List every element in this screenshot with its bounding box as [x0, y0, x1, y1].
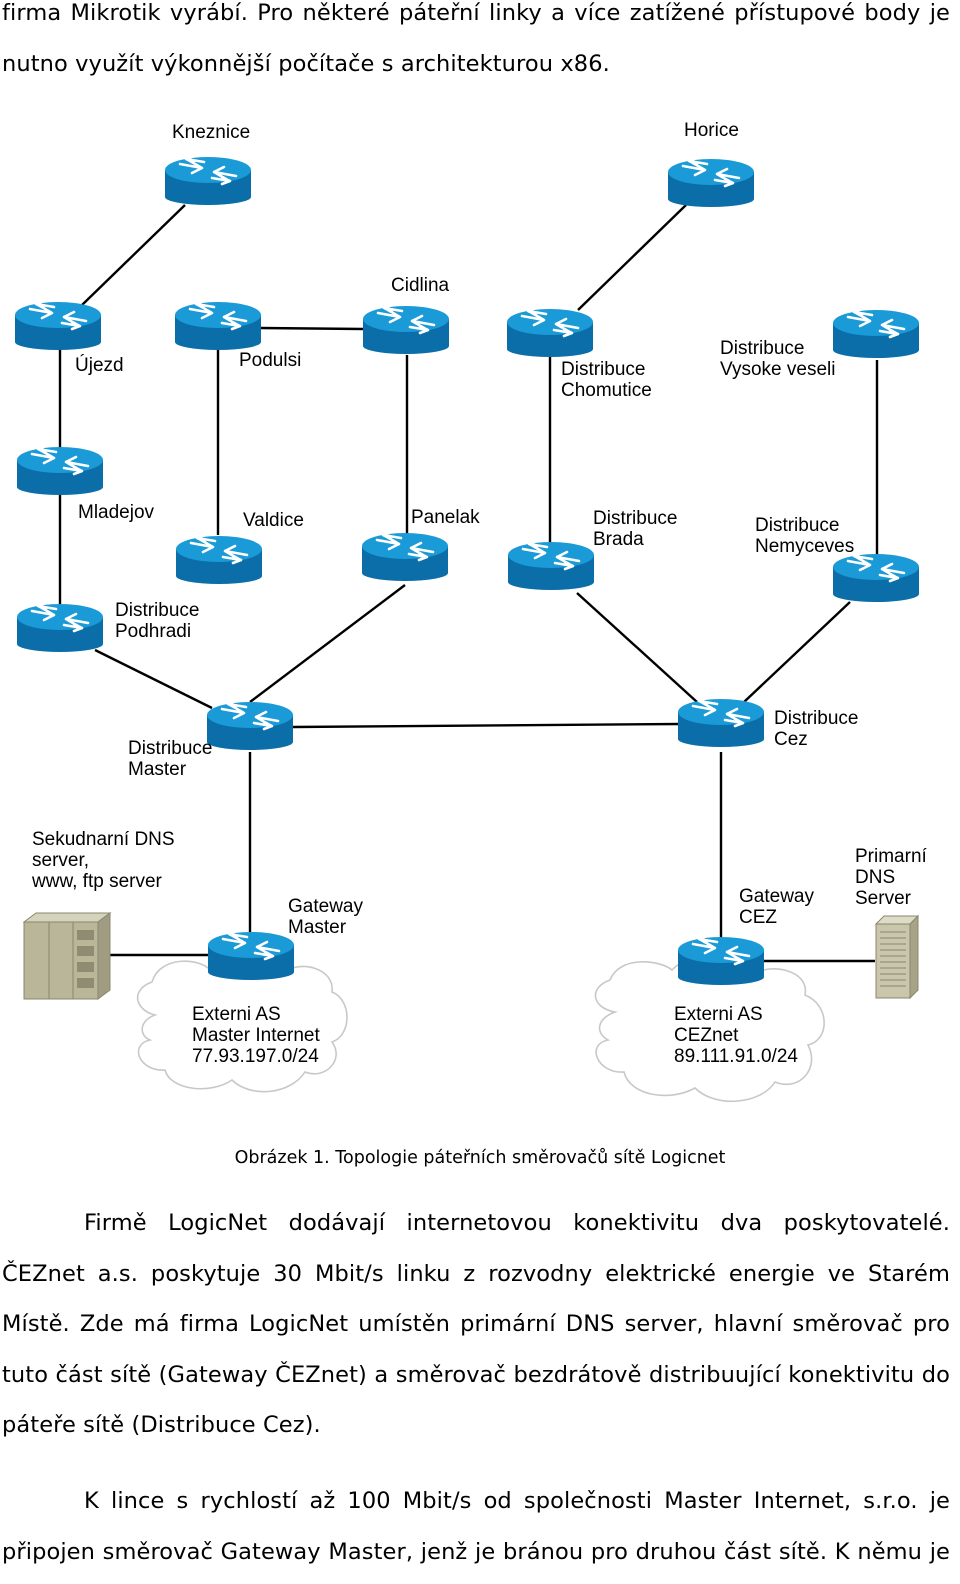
paragraph-master: K lince s rychlostí až 100 Mbit/s od spo…: [2, 1488, 950, 1565]
links: [58, 204, 879, 963]
router-vysoke-veseli-icon: [831, 307, 921, 360]
label-gateway-master: Gateway Master: [288, 896, 363, 938]
intro-paragraph: firma Mikrotik vyrábí. Pro některé páteř…: [2, 0, 950, 77]
router-mladejov-icon: [15, 444, 105, 497]
figure-caption: Obrázek 1. Topologie páteřních směrovačů…: [234, 1148, 726, 1168]
router-panelak-icon: [360, 530, 450, 583]
label-cloud-cez: Externi AS CEZnet 89.111.91.0/24: [674, 1004, 798, 1067]
network-topology-diagram: [13, 154, 921, 1103]
label-gateway-cez: Gateway CEZ: [739, 886, 814, 928]
label-cidlina: Cidlina: [391, 275, 450, 296]
cloud-cez-shape: [594, 955, 825, 1103]
label-podulsi: Podulsi: [239, 350, 302, 371]
router-ujezd-icon: [13, 299, 103, 352]
label-vysoke-veseli: Distribuce Vysoke veseli: [720, 338, 836, 380]
router-gateway-cez-icon: [676, 934, 766, 987]
label-panelak: Panelak: [411, 507, 480, 528]
router-cidlina-icon: [361, 303, 451, 356]
label-cloud-master: Externi AS Master Internet 77.93.197.0/2…: [192, 1004, 320, 1067]
label-valdice: Valdice: [243, 510, 304, 531]
primary-server-icon: [874, 914, 920, 1000]
label-cez: Distribuce Cez: [774, 708, 859, 750]
label-brada: Distribuce Brada: [593, 508, 678, 550]
label-primary-server: Primarní DNS Server: [855, 846, 927, 909]
router-horice-icon: [666, 156, 756, 209]
router-podhradi-icon: [15, 601, 105, 654]
cloud-master-shape: [136, 954, 348, 1093]
router-gateway-master-icon: [206, 929, 296, 982]
router-chomutice-icon: [505, 306, 595, 359]
router-valdice-icon: [174, 533, 264, 586]
label-horice: Horice: [684, 120, 739, 141]
label-podhradi: Distribuce Podhradi: [115, 600, 200, 642]
label-master: Distribuce Master: [128, 738, 213, 780]
router-master-icon: [205, 699, 295, 752]
router-podulsi-icon: [173, 299, 263, 352]
label-chomutice: Distribuce Chomutice: [561, 359, 652, 401]
router-nemyceves-icon: [831, 551, 921, 604]
router-kneznice-icon: [163, 154, 253, 207]
router-cez-icon: [676, 696, 766, 749]
secondary-server-icon: [22, 912, 112, 1000]
router-brada-icon: [506, 539, 596, 592]
label-nemyceves: Distribuce Nemyceves: [755, 515, 855, 557]
paragraph-cez: Firmě LogicNet dodávají internetovou kon…: [2, 1210, 950, 1439]
label-ujezd: Újezd: [75, 355, 124, 376]
label-secondary-server: Sekudnarní DNS server, www, ftp server: [32, 829, 175, 892]
label-kneznice: Kneznice: [172, 122, 251, 143]
label-mladejov: Mladejov: [78, 502, 155, 523]
